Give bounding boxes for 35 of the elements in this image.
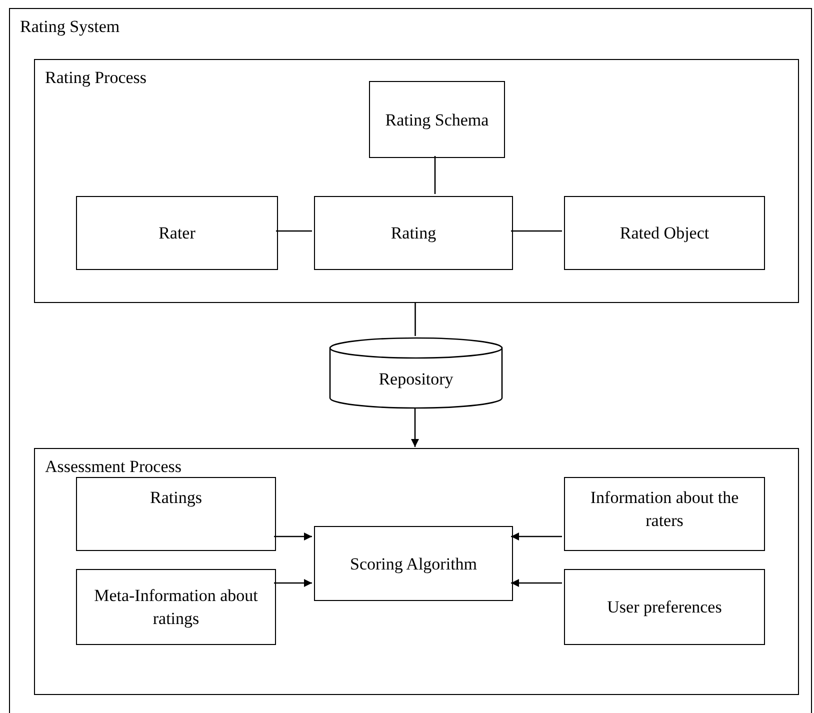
- process-box: [314, 526, 513, 601]
- process-box: [76, 477, 276, 551]
- process-box: [564, 196, 765, 270]
- process-box: [369, 81, 505, 158]
- process-box: [564, 477, 765, 551]
- connector-line: [276, 230, 312, 232]
- group-box: [34, 59, 799, 303]
- node-label: Ratings: [149, 487, 203, 509]
- group-box: [34, 448, 799, 695]
- arrow: [274, 579, 312, 587]
- arrow: [511, 532, 562, 540]
- connector-line: [414, 302, 416, 336]
- group-title: Rating Process: [45, 67, 147, 89]
- outer-frame: [9, 8, 812, 713]
- connector-line: [434, 156, 436, 194]
- node-label: Scoring Algorithm: [348, 553, 478, 575]
- database-cylinder: [329, 337, 503, 409]
- group-title: Rating System: [20, 16, 120, 38]
- arrow: [411, 408, 419, 447]
- connector-line: [511, 230, 562, 232]
- node-label: Rating: [390, 222, 438, 244]
- node-label: Rating Schema: [384, 109, 490, 131]
- node-label: Meta-Information about ratings: [93, 585, 259, 630]
- node-label: Repository: [378, 368, 454, 390]
- node-label: Rated Object: [618, 222, 710, 244]
- node-label: User preferences: [606, 596, 723, 618]
- process-box: [76, 569, 276, 645]
- arrow: [511, 579, 562, 587]
- node-label: Information about the raters: [589, 487, 740, 532]
- group-title: Assessment Process: [45, 456, 182, 478]
- arrow: [274, 532, 312, 540]
- process-box: [564, 569, 765, 645]
- process-box: [314, 196, 513, 270]
- process-box: [76, 196, 278, 270]
- node-label: Rater: [158, 222, 196, 244]
